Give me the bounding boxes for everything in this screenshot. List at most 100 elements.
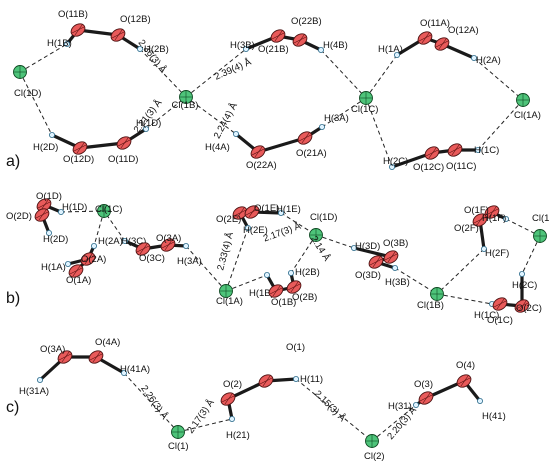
panel-label-c: c) (6, 399, 19, 416)
atom-label-o-2c: O(2C) (516, 303, 542, 314)
atom-label-h-3b: H(3B) (385, 277, 410, 288)
atom-h-2b (287, 269, 294, 276)
atom-h-4a (232, 130, 239, 137)
atom-h-4b (317, 47, 324, 54)
atom-h-1c (474, 146, 481, 153)
atom-h-2a (91, 242, 98, 249)
atom-o-3d (368, 255, 384, 269)
atom-h-11 (292, 375, 299, 382)
atom-cl-1d (13, 65, 27, 79)
atom-label-o-22b: O(22B) (291, 16, 322, 27)
atom-o-12b (110, 28, 126, 42)
hbond-h-4b-cl-1c (320, 49, 367, 99)
atom-label-o-2f: O(2F) (454, 223, 479, 234)
atom-h-1d (58, 208, 65, 215)
atom-o-11c (447, 143, 463, 157)
atom-h-1b (263, 271, 270, 278)
panel-b: O(1D)O(2D)H(1D)H(2D)Cl(1C)H(2A)O(2A)H(1A… (6, 191, 550, 326)
atom-label-cl-1b: Cl(1B) (172, 100, 199, 111)
atom-o-2d (34, 208, 50, 222)
atom-cl-1c (359, 91, 373, 105)
atom-label-o-21a: O(21A) (296, 148, 327, 159)
atom-label-h-41: H(41) (482, 411, 506, 422)
atom-o-1c (492, 297, 508, 311)
atom-o-1e (244, 205, 260, 219)
atom-label-h-2b: H(2B) (144, 44, 169, 55)
atom-label-o-11c: O(11C) (446, 161, 476, 172)
atom-label-o-1: O(1) (286, 342, 305, 353)
atom-label-h-2a: H(2A) (476, 55, 501, 66)
atom-h-2d (46, 229, 53, 236)
atom-o-2b (286, 280, 302, 294)
bond-o-12d-o-11d (78, 141, 126, 150)
atom-label-h-2a: H(2A) (98, 236, 123, 247)
hbond-h-2f-cl-1b (436, 248, 485, 295)
atom-label-o-2d: O(2D) (6, 211, 32, 222)
atom-h-21 (228, 415, 235, 422)
hbond-cl-1c-h-2a (93, 210, 105, 247)
hbond-h-2a-cl-1a (473, 57, 524, 101)
atom-o-1a (68, 264, 84, 278)
atom-label-o-3a: O(3A) (40, 344, 65, 355)
atom-label-cl-1c: Cl(1C) (95, 204, 122, 215)
atom-o-12a (434, 37, 450, 51)
atom-label-o-2b: O(2B) (292, 292, 317, 303)
atom-label-h-1f: H(1F) (482, 213, 506, 224)
hbond-cl-1b-h-1c (436, 293, 493, 305)
atom-cl-1b (179, 90, 193, 104)
atom-label-h-31: H(31) (388, 401, 412, 412)
hbond-h-11-cl-2 (295, 378, 373, 442)
atom-label-o-3d: O(3D) (355, 270, 381, 281)
atom-label-h-1a: H(1A) (41, 262, 66, 273)
atom-h-1f (502, 215, 509, 222)
atom-label-o-3b: O(3B) (383, 238, 408, 249)
atom-h-3a (318, 124, 325, 131)
atom-h-2d (49, 131, 56, 138)
atom-label-o-1b: O(1B) (271, 297, 296, 308)
atom-h-1d (142, 126, 149, 133)
hbond-cl-1d-h-2b (290, 234, 317, 274)
atom-cl-1e (533, 229, 547, 243)
atom-label-o-12a: O(12A) (448, 25, 479, 36)
atom-label-h-2e: H(2E) (243, 225, 268, 236)
atom-h-1b (64, 41, 71, 48)
atom-o-11b (70, 23, 86, 37)
atom-label-o-11a: O(11A) (420, 18, 450, 29)
atom-label-o-12d: O(12D) (63, 154, 94, 165)
atom-o-21a (297, 131, 313, 145)
atom-cl-1 (171, 425, 185, 439)
atom-h-2e (244, 224, 251, 231)
hbond-cl-1e-h-2c (521, 235, 541, 275)
atom-label-cl-1b: Cl(1B) (417, 300, 444, 311)
hbond-distance-label: 2.15(3) Å (312, 389, 348, 425)
atom-h-3c (122, 237, 129, 244)
panel-c: O(3A)O(4A)H(31A)H(41A)Cl(1)O(2)O(1)H(21)… (6, 337, 506, 462)
atom-o-1f (484, 205, 500, 219)
atom-cl-1b (430, 287, 444, 301)
atom-label-cl-1a: Cl(1A) (216, 296, 243, 307)
atom-cl-2 (365, 434, 379, 448)
panel-label-a: a) (6, 153, 20, 170)
atom-label-h-1d: H(1D) (62, 202, 87, 213)
hbond-cl-1c-h-2c (365, 97, 393, 168)
atom-h-3a (182, 242, 189, 249)
atom-o-3a (57, 350, 73, 364)
atom-h-31 (412, 401, 419, 408)
atom-o-2c (514, 299, 530, 313)
atom-label-h-2c: H(2C) (383, 156, 408, 167)
atom-label-o-1c: O(1C) (487, 315, 513, 326)
atom-h-31a (37, 376, 44, 383)
hbond-cl-1b-h-4a (185, 96, 237, 135)
atom-label-cl-1a: Cl(1A) (514, 110, 541, 121)
atom-o-1b (268, 284, 284, 298)
hbond-distance-label: 2.17(3) Å (185, 397, 217, 436)
atom-label-h-4b: H(4B) (323, 40, 348, 51)
atom-h-2a (470, 55, 477, 62)
atom-label-h-3b: H(3B) (230, 40, 255, 51)
atom-label-cl-1d: Cl(1D) (310, 212, 337, 223)
atom-o-3a (160, 238, 176, 252)
atom-label-h-1a: H(1A) (378, 44, 403, 55)
atom-label-h-2d: H(2D) (33, 142, 58, 153)
atom-label-h-3a: H(3A) (324, 113, 349, 124)
atom-o-2e (232, 206, 248, 220)
